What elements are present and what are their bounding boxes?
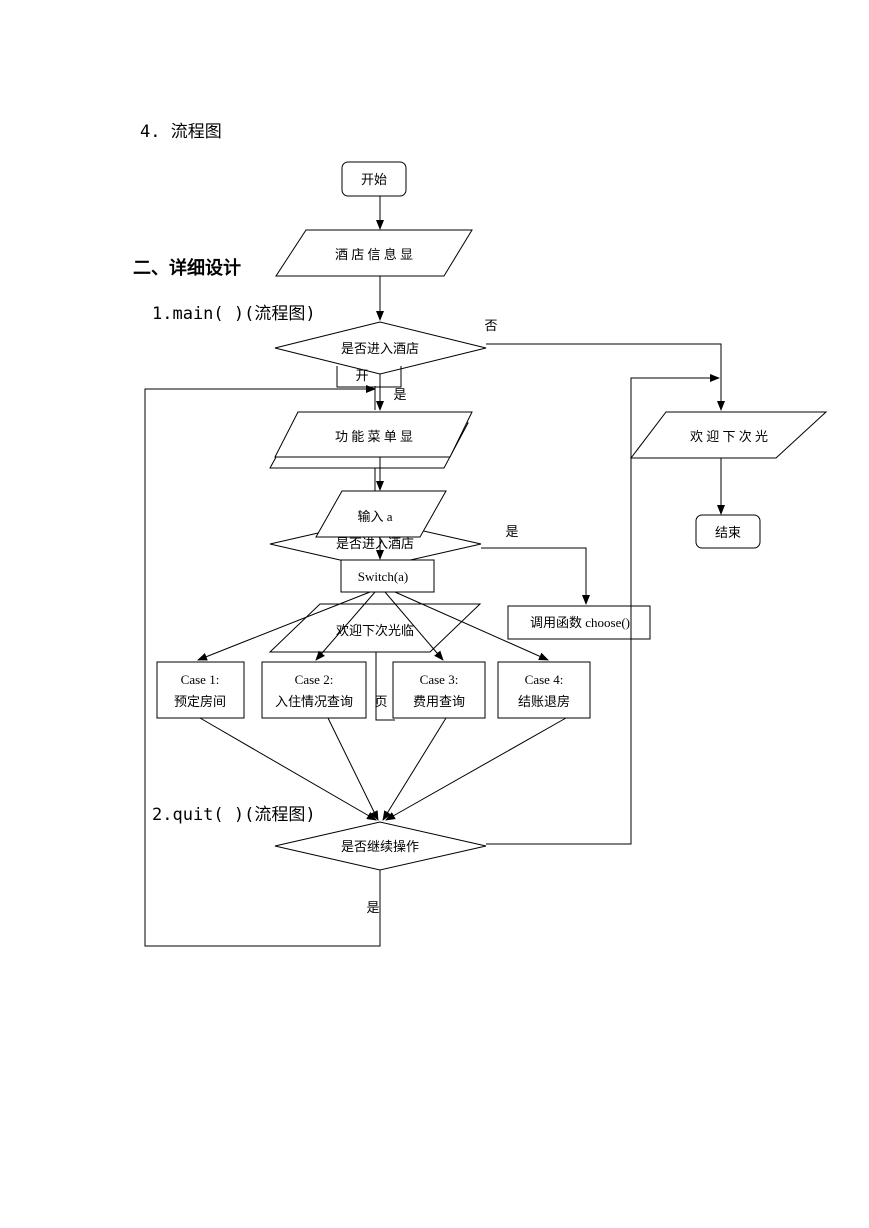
enter-hotel-label: 是否进入酒店 (341, 341, 419, 356)
arrow-continue-to-welcome (486, 374, 720, 845)
yes-label-3: 是 (366, 900, 379, 915)
loop-back-line (144, 385, 381, 947)
case4-title: Case 4: (525, 672, 564, 687)
section-heading-flowchart: 4. 流程图 (140, 122, 222, 142)
switch-node (340, 559, 435, 593)
menu-node (274, 411, 473, 458)
hidden-overlap-box (375, 652, 395, 721)
case3-title: Case 3: (420, 672, 459, 687)
case1-text: 预定房间 (174, 694, 226, 709)
case4-text: 结账退房 (518, 694, 570, 709)
no-label: 否 (484, 318, 497, 333)
arrow-yes-to-choose (481, 547, 590, 605)
arrow-case1-to-continue (199, 717, 377, 821)
hidden-welcome-node (268, 603, 482, 653)
arrow-case3-to-continue (382, 717, 447, 821)
case2-text: 入住情况查询 (275, 694, 353, 709)
hidden-start-label: 开 (355, 368, 368, 383)
choose-label: 调用函数 choose() (530, 615, 630, 630)
continue-decision (274, 821, 487, 871)
arrow-case2-to-continue (327, 717, 379, 821)
arrow-no-branch (486, 343, 725, 411)
yes-label-2: 是 (505, 524, 518, 539)
hidden-enter-hotel-label: 是否进入酒店 (336, 536, 414, 551)
yes-label-1: 是 (393, 387, 406, 402)
switch-label: Switch(a) (358, 569, 409, 584)
case1-title: Case 1: (181, 672, 220, 687)
detail-design-heading: 二、详细设计 (133, 258, 241, 279)
hotel-info-label: 酒 店 信 息 显 (335, 247, 413, 262)
end-node (695, 514, 761, 549)
case4-node (497, 661, 591, 719)
arrow-switch-to-case3 (384, 591, 444, 661)
welcome-node (629, 411, 828, 459)
choose-node (507, 605, 651, 640)
case1-node (156, 661, 245, 719)
hotel-info-node (275, 229, 473, 277)
hidden-welcome-label: 欢迎下次光临 (336, 623, 414, 638)
start-node (341, 161, 407, 197)
start-label: 开始 (361, 172, 387, 187)
case3-text: 费用查询 (413, 694, 465, 709)
end-label: 结束 (715, 525, 741, 540)
main-flow-heading: 1.main( )(流程图) (152, 304, 316, 324)
input-a-label: 输入 a (357, 509, 392, 524)
arrow-switch-to-case2 (315, 591, 376, 661)
case3-node (392, 661, 486, 719)
arrow-switch-to-case4 (394, 591, 549, 661)
continue-label: 是否继续操作 (341, 839, 419, 854)
input-a-node (315, 490, 447, 538)
arrow-case4-to-continue (385, 717, 567, 821)
case2-node (261, 661, 367, 719)
hidden-fragment-label: 页 (374, 694, 387, 709)
case2-title: Case 2: (295, 672, 334, 687)
welcome-label: 欢 迎 下 次 光 (690, 429, 768, 444)
quit-flow-heading: 2.quit( )(流程图) (152, 805, 316, 825)
arrow-switch-to-case1 (197, 591, 371, 661)
menu-label: 功 能 菜 单 显 (335, 429, 413, 444)
